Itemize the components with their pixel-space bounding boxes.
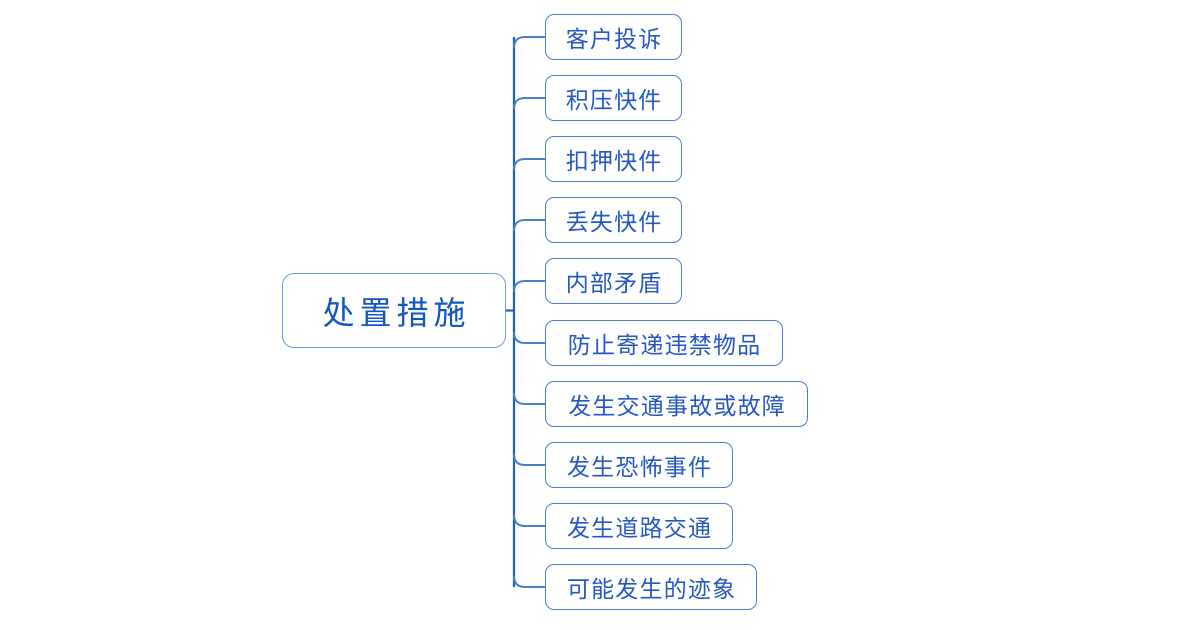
mindmap-child-label: 发生交通事故或故障 xyxy=(568,393,786,419)
mindmap-root-label: 处置措施 xyxy=(322,294,471,331)
connector-branch xyxy=(513,575,545,588)
connector-branch xyxy=(513,280,545,293)
mindmap-child-label: 内部矛盾 xyxy=(565,270,663,296)
connector-branch xyxy=(513,97,545,110)
connector-branch xyxy=(513,514,545,527)
mindmap-child-node[interactable]: 可能发生的迹象 xyxy=(545,564,757,610)
connector-branch xyxy=(513,331,545,344)
mindmap-child-label: 防止寄递违禁物品 xyxy=(567,332,762,358)
mindmap-child-label: 发生道路交通 xyxy=(566,515,713,541)
mindmap-child-node[interactable]: 发生道路交通 xyxy=(545,503,733,549)
mindmap-child-label: 发生恐怖事件 xyxy=(566,454,713,480)
mindmap-child-label: 丢失快件 xyxy=(565,209,663,235)
mindmap-child-node[interactable]: 内部矛盾 xyxy=(545,258,682,304)
mindmap-child-label: 扣押快件 xyxy=(565,148,663,174)
mindmap-child-label: 可能发生的迹象 xyxy=(566,576,737,602)
mindmap-root-node[interactable]: 处置措施 xyxy=(282,273,506,348)
mindmap-child-label: 积压快件 xyxy=(565,87,663,113)
mindmap-child-node[interactable]: 积压快件 xyxy=(545,75,682,121)
mindmap-child-node[interactable]: 发生恐怖事件 xyxy=(545,442,733,488)
mindmap-child-label: 客户投诉 xyxy=(565,26,663,52)
connector-branch xyxy=(513,158,545,171)
connector-branch xyxy=(513,219,545,232)
mindmap-child-node[interactable]: 发生交通事故或故障 xyxy=(545,381,808,427)
mindmap-child-node[interactable]: 客户投诉 xyxy=(545,14,682,60)
connector-branch xyxy=(513,392,545,405)
mindmap-child-node[interactable]: 丢失快件 xyxy=(545,197,682,243)
mindmap-child-node[interactable]: 扣押快件 xyxy=(545,136,682,182)
connector-branch xyxy=(513,453,545,466)
connector-branch xyxy=(513,36,545,49)
mindmap-child-node[interactable]: 防止寄递违禁物品 xyxy=(545,320,783,366)
